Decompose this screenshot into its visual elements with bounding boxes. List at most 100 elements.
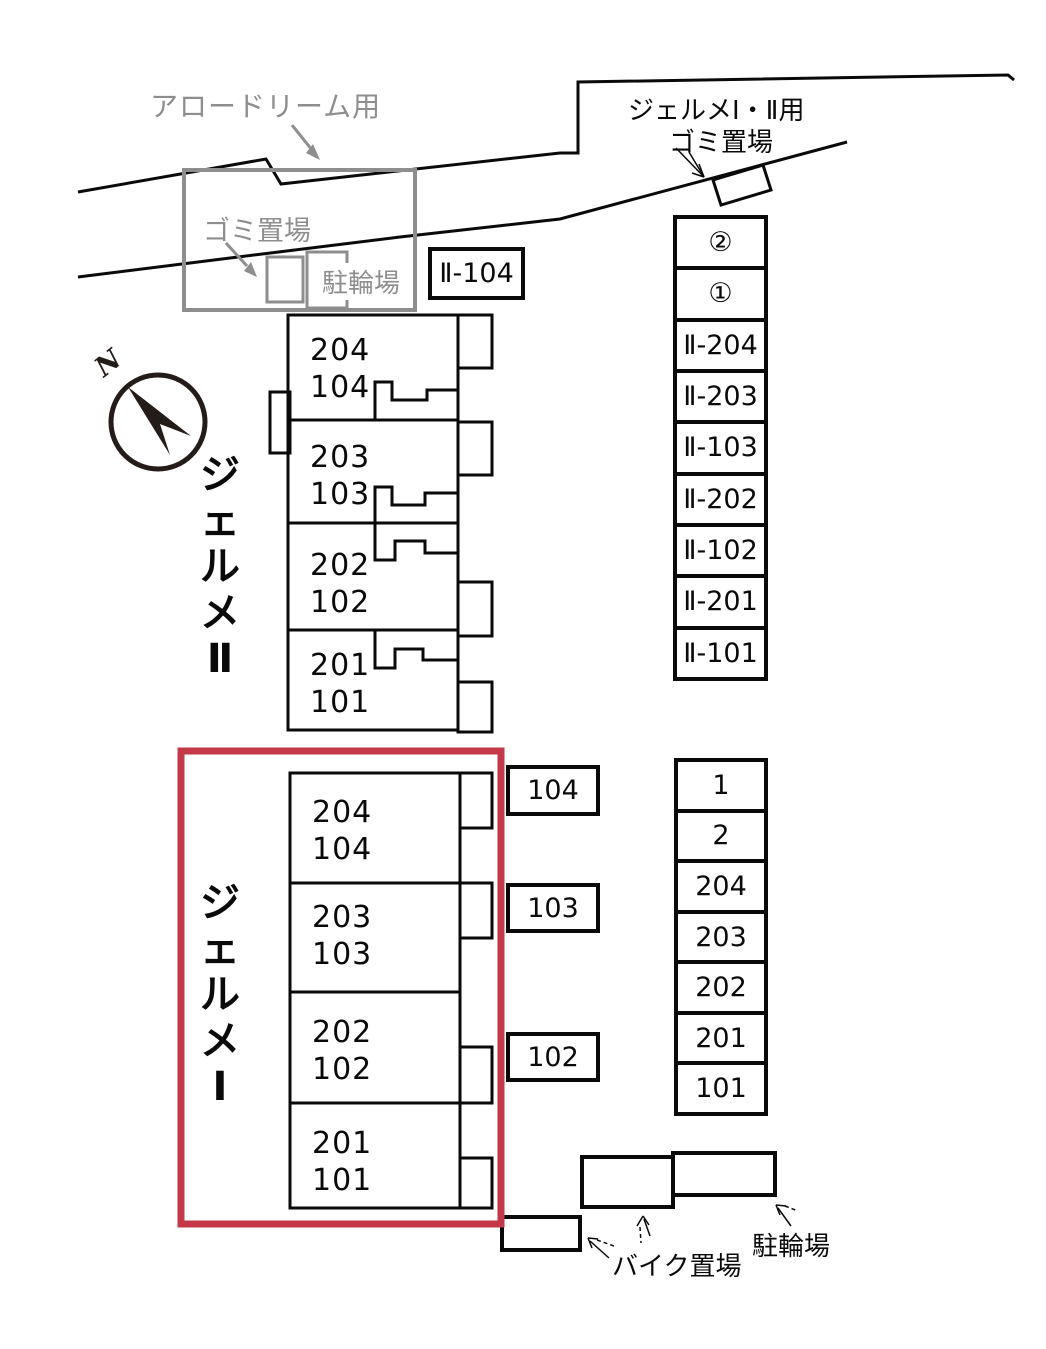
parking-stall: 203 — [678, 909, 764, 961]
building1-balcony — [458, 881, 494, 940]
room-number: 103 — [310, 477, 371, 512]
bicycle-storage-label: 駐輪場 — [752, 1232, 831, 1262]
neighbor-garbage-label: ゴミ置場 — [203, 216, 311, 247]
bike-arrow-mid-head — [636, 1215, 644, 1227]
compass-needle — [128, 387, 191, 455]
bicycle-arrow-dash — [784, 1205, 799, 1212]
building1-name-label: ジ ェ ル メ Ⅰ — [200, 880, 240, 1110]
parking-stall: Ⅱ-202 — [677, 471, 764, 523]
parking-column-upper: ② ① Ⅱ-204 Ⅱ-203 Ⅱ-103 Ⅱ-202 Ⅱ-102 Ⅱ-201 … — [673, 215, 768, 681]
building2-balcony — [456, 420, 494, 477]
building1-unit-label: 201 101 — [312, 1125, 372, 1199]
building2-name-label: ジ ェ ル メ Ⅱ — [200, 452, 240, 682]
shared-garbage-label: ゴミ置場 — [669, 128, 774, 158]
building1-balcony — [458, 1045, 494, 1105]
shared-garbage-arrowhead — [698, 163, 705, 178]
bike-arrow-mid-head — [642, 1215, 650, 1226]
neighbor-owner-arrowhead — [306, 144, 320, 160]
room-number: 102 — [312, 1052, 373, 1087]
room-number: 201 — [310, 648, 371, 683]
parking-stall: 204 — [678, 859, 764, 910]
shared-garbage-owner-label: ジェルメⅠ・Ⅱ用 — [628, 96, 805, 126]
building2-balcony — [456, 680, 494, 734]
room-number: 202 — [312, 1015, 373, 1050]
building1-unit-label: 202 102 — [312, 1014, 372, 1088]
building2-balcony — [456, 580, 494, 638]
bike-arrow-left-dash — [596, 1239, 615, 1247]
parking-stall: 202 — [678, 960, 764, 1011]
bike-storage-box — [580, 1155, 675, 1209]
parking-stall: Ⅱ-203 — [677, 368, 764, 420]
shared-garbage-arrowhead — [691, 172, 705, 178]
parking-stall: Ⅱ-102 — [677, 522, 764, 574]
room-number: 204 — [312, 795, 373, 830]
room-number: 202 — [310, 548, 371, 583]
neighbor-garbage-box — [265, 255, 305, 304]
building1-unit-label: 204 104 — [312, 794, 372, 868]
neighbor-bicycle-label: 駐輪場 — [321, 263, 402, 300]
room-number: 103 — [312, 937, 373, 972]
parking-stall: Ⅱ-103 — [677, 420, 764, 471]
building2-stair — [373, 380, 458, 420]
shared-garbage-arrow-stroke — [688, 151, 705, 178]
parking-stall: 201 — [678, 1010, 764, 1062]
building2-stair — [373, 630, 458, 670]
side-stall: 104 — [506, 765, 600, 816]
room-number: 104 — [310, 370, 371, 405]
parking-stall: 2 — [678, 808, 764, 860]
road-lower-line — [77, 140, 848, 279]
parking-stall: 1 — [712, 769, 730, 801]
building2-stair — [373, 523, 458, 562]
neighbor-garbage-arrow-line — [224, 241, 249, 268]
compass-ring — [108, 372, 208, 472]
road-upper-line — [77, 73, 1015, 194]
neighbor-garbage-arrowhead — [244, 262, 257, 277]
parking-stall: ② — [708, 227, 733, 259]
bicycle-arrow — [777, 1207, 792, 1227]
side-stall: 102 — [506, 1032, 600, 1082]
bike-arrow-left — [589, 1240, 610, 1259]
building2-unit-label: 201 101 — [310, 647, 370, 721]
bike-arrow-mid-dash — [639, 1226, 642, 1244]
shared-garbage-arrow-stroke — [675, 147, 705, 178]
bike-arrow-mid — [643, 1218, 651, 1237]
bike-storage-label: バイク置場 — [612, 1252, 742, 1282]
parking-stall: 101 — [678, 1061, 764, 1112]
parking-stall: Ⅱ-101 — [677, 625, 764, 677]
building2-unit-label: 203 103 — [310, 439, 370, 513]
side-stall: 103 — [506, 883, 600, 933]
bike-storage-box-small — [500, 1215, 582, 1252]
building1-balcony — [458, 1156, 494, 1210]
room-number: 101 — [310, 685, 371, 720]
parking-column-lower: 1 2 204 203 202 201 101 — [674, 758, 768, 1116]
bike-arrow-left-head — [587, 1237, 599, 1240]
building1-balcony — [458, 771, 494, 830]
neighbor-owner-arrow-line — [290, 124, 314, 151]
building2-stair — [373, 485, 458, 523]
room-number: 102 — [310, 585, 371, 620]
room-number: 204 — [310, 333, 371, 368]
building1-unit-label: 203 103 — [312, 899, 372, 973]
parking-stall: Ⅱ-201 — [677, 574, 764, 625]
building2-balcony — [456, 313, 494, 370]
building2-left-porch — [268, 390, 292, 455]
bicycle-storage-box — [671, 1151, 777, 1197]
room-number: 201 — [312, 1126, 373, 1161]
neighbor-area-outline — [182, 168, 417, 312]
parking-stall: ① — [677, 266, 764, 317]
room-number: 203 — [310, 440, 371, 475]
parking-stall: Ⅱ-204 — [677, 317, 764, 369]
parking-stall-2-104: Ⅱ-104 — [428, 247, 525, 300]
building2-unit-label: 202 102 — [310, 547, 370, 621]
building1-highlight-frame — [177, 747, 505, 1228]
shared-garbage-spot — [711, 163, 773, 207]
room-number: 104 — [312, 832, 373, 867]
neighbor-owner-label: アロードリーム用 — [150, 90, 382, 123]
bicycle-arrow-head — [775, 1204, 781, 1216]
room-number: 203 — [312, 900, 373, 935]
bike-arrow-left-head — [587, 1237, 593, 1249]
bicycle-arrow-head — [775, 1204, 787, 1207]
building2-unit-label: 204 104 — [310, 332, 370, 406]
